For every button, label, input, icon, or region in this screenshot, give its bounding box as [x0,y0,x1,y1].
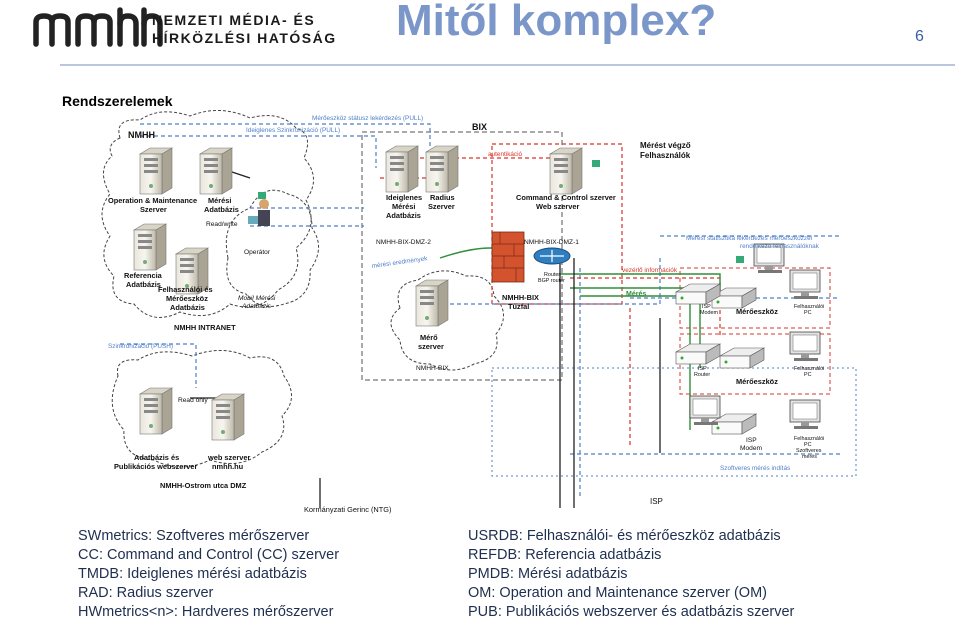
label-vezerlo: vezérlő információk [622,267,678,274]
dmz1-box [491,143,623,305]
mero-cloud [390,270,504,371]
legend-item: CC: Command and Control (CC) szerver [78,547,340,563]
legend-item: SWmetrics: Szoftveres mérőszerver [78,528,310,544]
label-isp: ISP [650,497,663,506]
header-divider [60,64,955,66]
isp-area [491,367,857,477]
page-title: Mitől komplex? [396,0,717,45]
label-readwrite: Read/write [206,221,238,228]
label-meresi-eredmenyek: mérési eredmények [371,255,428,270]
logo-text: NEMZETI MÉDIA- ÉS HÍRKÖZLÉSI HATÓSÁG [152,11,337,47]
section-title: Rendszerelemek [62,93,173,109]
lock-icon [258,192,266,199]
label-top-pull-1: Mérőeszköz státusz lekérdezés (PULL) [312,115,423,122]
nmhh-logo [33,7,163,47]
label-dmz2: NMHH-BIX-DMZ-2 [376,239,431,246]
label-top-pull-2: Ideiglenes Szinkronizáció (PULL) [246,127,340,134]
label-nmhh: NMHH [128,130,155,140]
label-operator: Operátor [244,249,271,256]
legend-item: PMDB: Mérési adatbázis [468,566,628,582]
legend-item: USRDB: Felhasználói- és mérőeszköz adatb… [468,528,781,544]
label-bix: BIX [472,122,487,132]
label-autentikacio: autentikáció [488,151,523,158]
intranet-cloud [101,110,314,318]
legend-left: SWmetrics: Szoftveres mérőszerver CC: Co… [78,527,339,622]
label-szinkronizacio-push: Szinkronizáció (PUSH) [108,343,173,350]
label-meres: Mérés [626,291,646,298]
label-szoftveres-inditas: Szoftveres mérés indítás [720,465,790,472]
legend-item: PUB: Publikációs webszerver és adatbázis… [468,604,795,620]
label-read-only: Read only [178,397,208,404]
firewall-icon [491,231,525,283]
legend-item: OM: Operation and Maintenance szerver (O… [468,585,767,601]
ostrom-cloud [111,350,292,468]
legend-item: TMDB: Ideiglenes mérési adatbázis [78,566,307,582]
legend-item: RAD: Radius szerver [78,585,214,601]
label-kormanyzati: Kormányzati Gerinc (NTG) [304,505,391,514]
logo-line-2: HÍRKÖZLÉSI HATÓSÁG [152,30,337,46]
label-meroeszkoz-2: Mérőeszköz [736,377,778,386]
logo-line-1: NEMZETI MÉDIA- ÉS [152,12,316,28]
legend-item: HWmetrics<n>: Hardveres mérőszerver [78,604,334,620]
label-statisztika: Mérési statisztika lekérdezés mérőeszköz… [686,235,820,250]
page-number: 6 [915,28,924,45]
operator-icon [248,199,270,226]
router-icon [533,247,571,265]
lock-icon [592,160,600,167]
label-dmz1: NMHH-BIX-DMZ-1 [524,239,579,246]
lock-icon [736,256,744,263]
label-ostrom: NMHH-Ostrom utca DMZ [160,481,247,490]
legend-item: REFDB: Referencia adatbázis [468,547,662,563]
label-intranet: NMHH INTRANET [174,323,236,332]
legend-right: USRDB: Felhasználói- és mérőeszköz adatb… [468,527,794,622]
label-meroeszkoz-1: Mérőeszköz [736,307,778,316]
label-nmhh-bix: NMHH-BIX [416,365,449,372]
